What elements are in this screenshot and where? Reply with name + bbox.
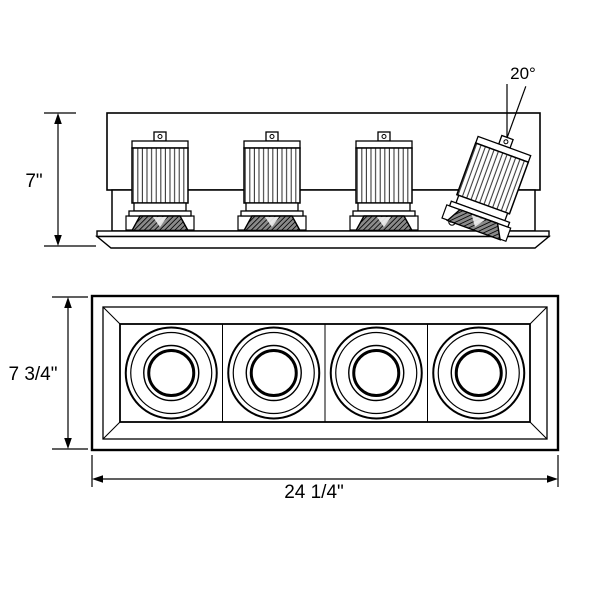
dimension-side-height: 7" [25, 112, 96, 247]
led-module-3 [349, 131, 419, 232]
cell-dividers [222, 324, 428, 422]
tilt-angle-label: 20° [510, 64, 536, 83]
led-module-2 [237, 131, 307, 232]
plan-width-label: 24 1/4" [284, 482, 344, 503]
arrowhead-icon [54, 113, 62, 124]
corner-bevels [102, 306, 548, 440]
arrowhead-icon [54, 235, 62, 246]
flange-bevel [95, 235, 551, 249]
arrowhead-icon [64, 438, 72, 449]
arrowhead-icon [547, 475, 558, 483]
aperture-1 [124, 326, 218, 420]
aperture-4 [432, 326, 526, 420]
aperture-2 [227, 326, 321, 420]
arrowhead-icon [92, 475, 103, 483]
side-height-label: 7" [25, 171, 42, 192]
angle-axis-line [506, 86, 527, 139]
dimension-plan-width: 24 1/4" [91, 455, 559, 503]
led-module-1 [125, 131, 195, 232]
arrowhead-icon [64, 297, 72, 308]
plan-height-label: 7 3/4" [8, 364, 57, 385]
tilt-angle-annotation: 20° [506, 64, 536, 139]
plan-view [90, 294, 560, 452]
trim-inner-step [102, 306, 548, 440]
side-view: 20° [95, 64, 551, 249]
aperture-3 [329, 326, 423, 420]
trim-outer-edge [90, 294, 560, 452]
dimension-plan-height: 7 3/4" [8, 296, 88, 450]
